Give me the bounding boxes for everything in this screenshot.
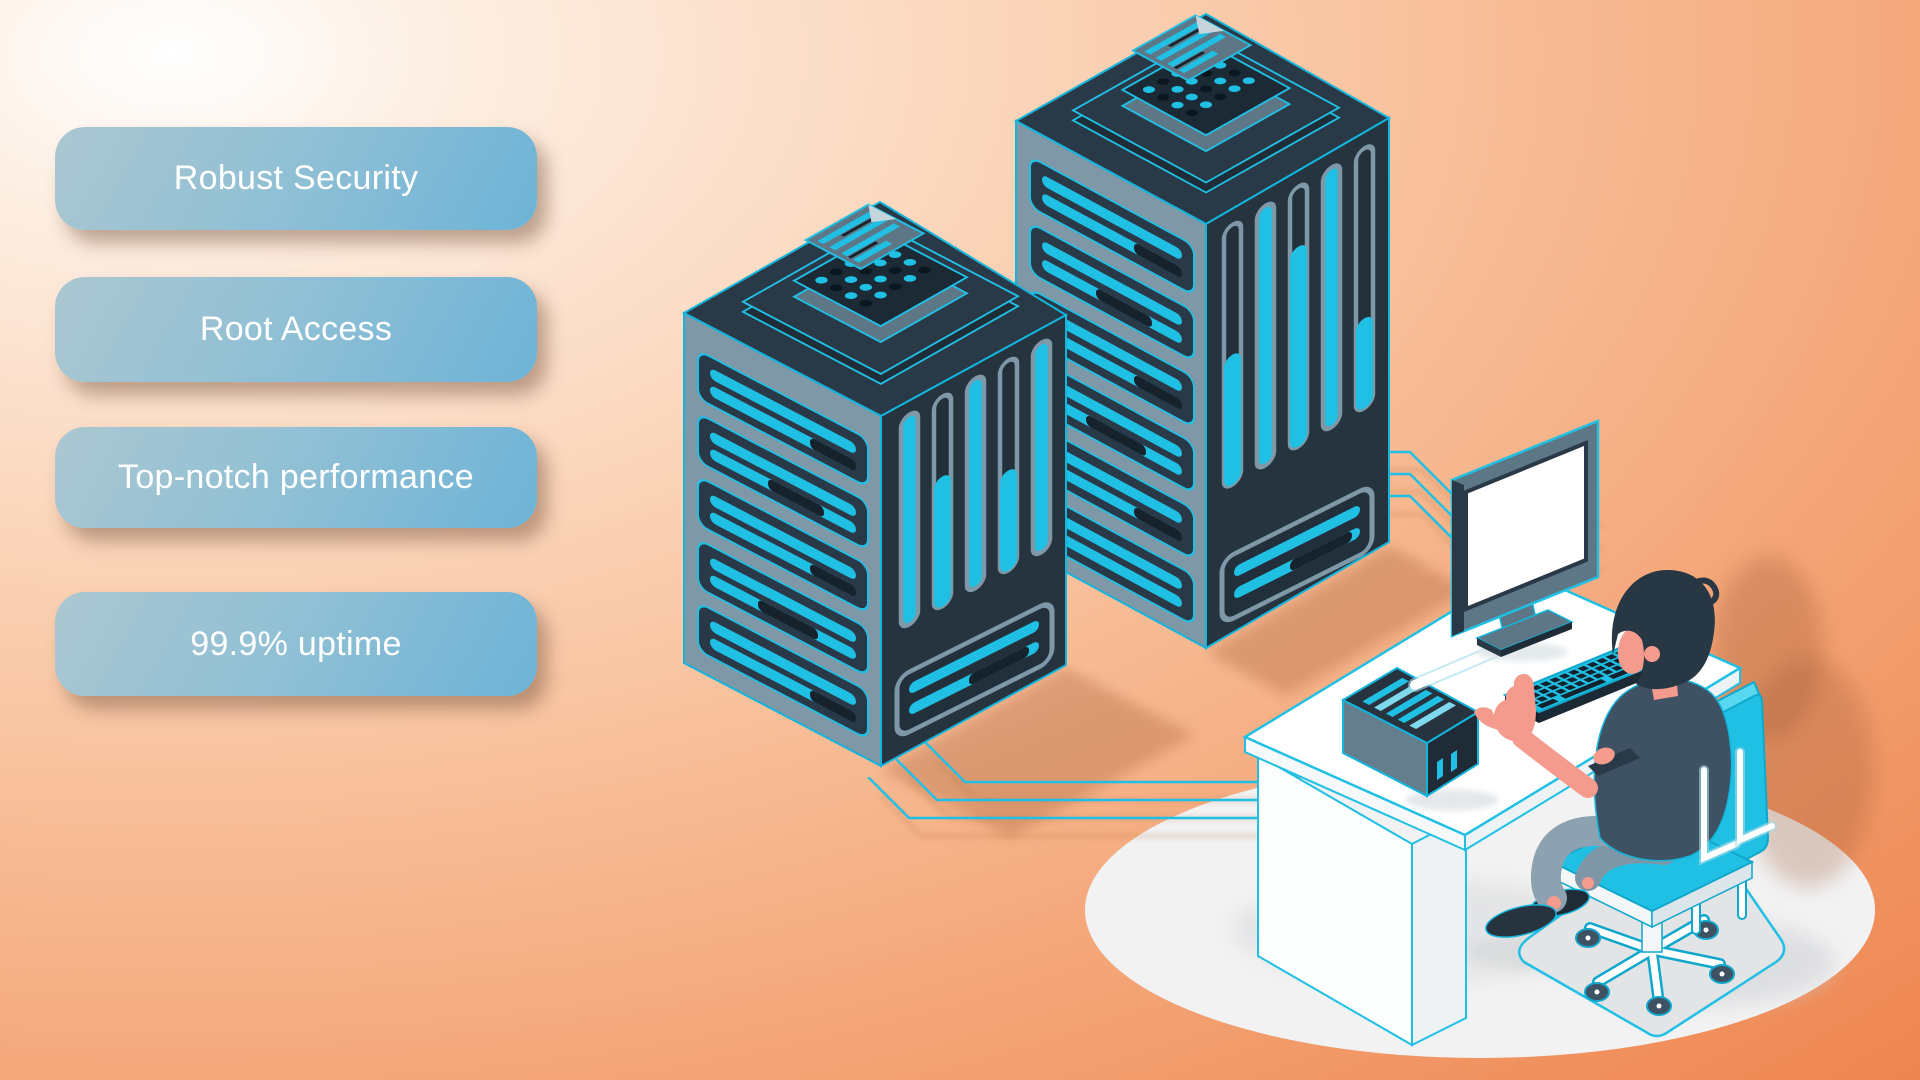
server-right-top — [1071, 14, 1341, 194]
person-working — [1474, 569, 1733, 938]
server-rack-left — [681, 200, 1069, 768]
server-left-top — [740, 203, 1021, 385]
server-left-slats — [697, 353, 869, 737]
mini-server-box — [1340, 666, 1498, 811]
person-torso — [1593, 677, 1733, 862]
desk-accessories — [1408, 419, 1659, 723]
shoe-front — [1485, 904, 1557, 938]
server-rack-right — [1013, 12, 1392, 650]
badge-label: 99.9% uptime — [190, 624, 402, 663]
monitor-screen — [1464, 440, 1588, 612]
badge-performance: Top-notch performance — [55, 427, 537, 528]
desktop-monitor — [1450, 419, 1600, 657]
server-right-bottom-panel — [1219, 486, 1375, 623]
chair-armrests — [1699, 747, 1777, 866]
server-left-bars — [898, 338, 1053, 629]
person-hair — [1611, 569, 1715, 690]
server-right-bars — [1221, 144, 1376, 489]
person-hand — [1474, 674, 1536, 742]
badge-label: Top-notch performance — [118, 458, 474, 496]
server-right-slats — [1029, 159, 1195, 623]
hair-curl — [1687, 577, 1720, 606]
person-ear — [1644, 646, 1660, 662]
badge-label: Root Access — [199, 310, 393, 348]
server-left-bottom-panel — [894, 602, 1055, 737]
badge-robust-security: Robust Security — [55, 127, 537, 230]
armrest-pad — [1588, 748, 1640, 776]
person-forearm — [1512, 728, 1598, 798]
badge-uptime: 99.9% uptime — [55, 592, 537, 696]
badge-root-access: Root Access — [55, 277, 537, 382]
badge-label: Robust Security — [173, 159, 419, 197]
